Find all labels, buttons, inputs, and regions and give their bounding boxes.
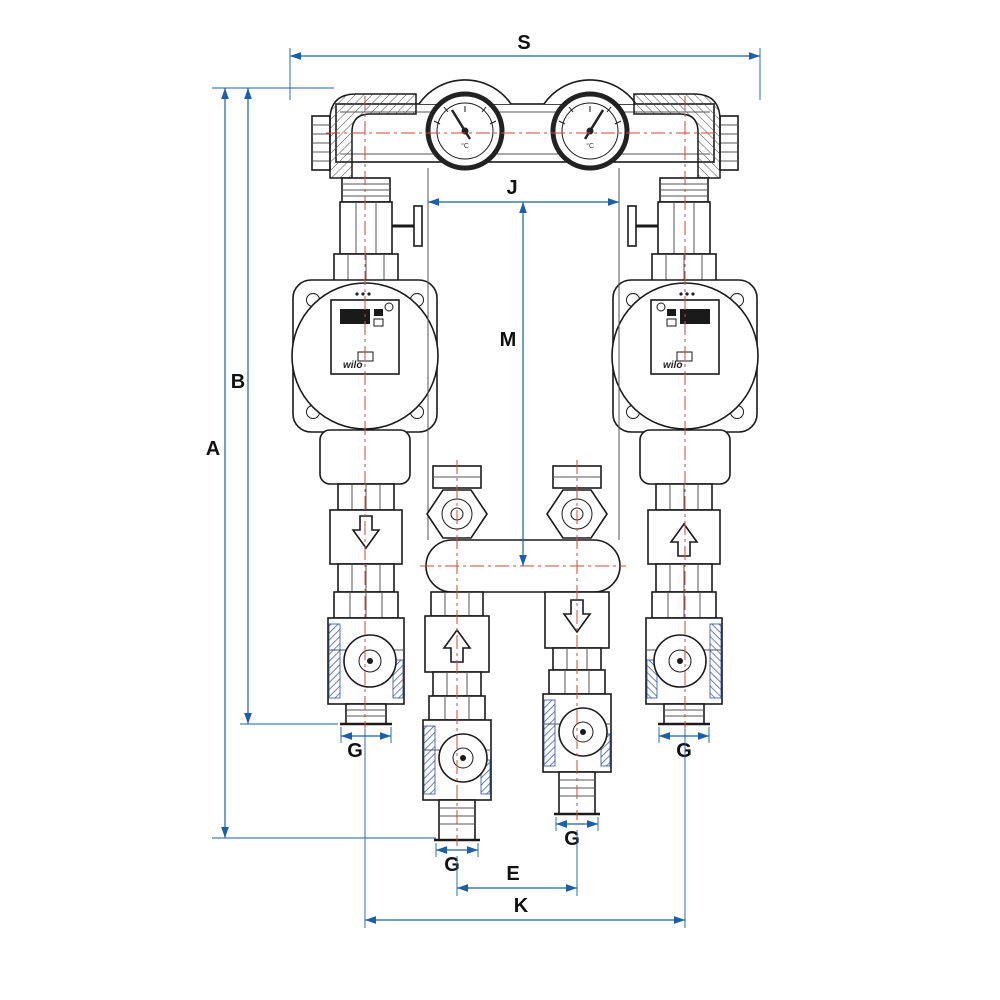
valve-seal	[328, 623, 341, 699]
dimension-G-left: G	[340, 727, 392, 762]
pump-display	[340, 309, 370, 324]
dim-label-k: K	[514, 895, 529, 917]
dimension-G-mid-right: G	[555, 817, 599, 850]
dimension-E: E	[456, 830, 578, 896]
valve-seal	[543, 699, 556, 767]
thermometer-right-unit: °C	[586, 142, 594, 150]
pipe-end	[340, 703, 392, 726]
dimension-G-mid-left: G	[435, 843, 479, 876]
side-connection-thread	[311, 115, 331, 171]
pump-brand-label-right: wilo	[663, 360, 682, 371]
union-nut	[337, 563, 395, 593]
dimension-A: A	[206, 87, 436, 839]
dim-label-g-left: G	[347, 740, 363, 762]
thermometer-left: °C	[425, 91, 505, 171]
dim-label-g-mid-right: G	[564, 828, 580, 850]
ball-valve	[327, 591, 405, 705]
pump-button	[384, 302, 394, 312]
threaded-adapter	[341, 177, 391, 203]
dim-label-s: S	[517, 32, 530, 54]
dim-label-b: B	[231, 371, 245, 393]
dimension-B: B	[231, 88, 338, 725]
union-nut	[333, 253, 399, 283]
dim-label-a: A	[206, 438, 220, 460]
pipe-end	[434, 799, 480, 842]
dim-label-e: E	[506, 863, 519, 885]
dim-label-m: M	[500, 329, 517, 351]
dimension-K: K	[364, 730, 686, 928]
ball-valve	[542, 669, 612, 773]
dim-label-g-right: G	[676, 740, 692, 762]
valve-seal	[392, 659, 404, 699]
dim-label-j: J	[506, 177, 517, 199]
dimension-J: J	[428, 177, 619, 206]
left-pump-branch	[291, 93, 439, 726]
thermometer-right: °C	[550, 91, 630, 171]
valve-seal	[423, 725, 436, 795]
dimension-M: M	[500, 202, 527, 566]
pipe-elbow	[329, 93, 417, 179]
thermometer-left-unit: °C	[461, 142, 469, 150]
pump-brand-label-left: wilo	[343, 360, 362, 371]
flow-arrow-down-left	[351, 515, 381, 550]
shutoff-valve	[339, 201, 423, 255]
dimension-G-right: G	[658, 727, 710, 762]
dimension-S: S	[289, 32, 761, 100]
valve-t-handle	[413, 205, 423, 247]
dim-label-g-mid-left: G	[444, 854, 460, 876]
flow-arrow-up-right	[669, 522, 699, 557]
top-manifold-pipe	[335, 79, 715, 163]
union-nut	[337, 483, 395, 511]
